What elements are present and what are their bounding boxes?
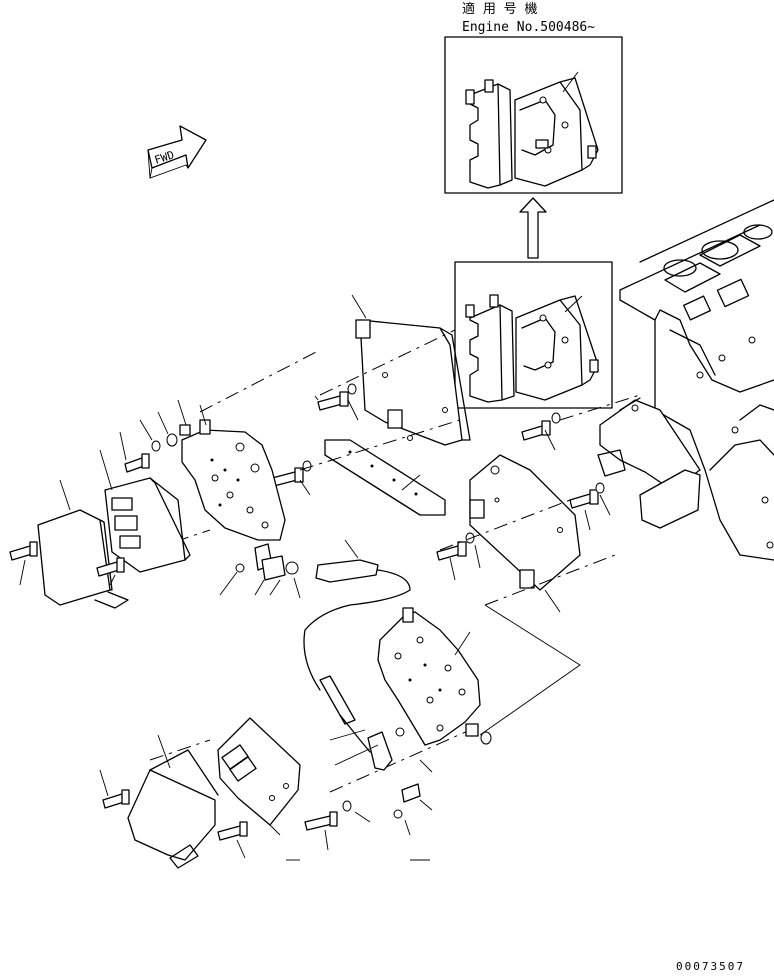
applicability-label: 適 用 号 機 bbox=[462, 1, 537, 17]
inset-box-top bbox=[444, 36, 623, 194]
figure-code: 00073507 bbox=[676, 960, 745, 973]
assembly-leader-lines bbox=[286, 604, 581, 861]
upper-ecm-unit bbox=[99, 449, 191, 573]
rail-bar bbox=[324, 439, 446, 516]
lower-bracket-plate bbox=[469, 454, 581, 613]
bracket-assembly-current bbox=[465, 294, 599, 403]
upper-ecm-cover bbox=[37, 479, 129, 609]
engine-number-label: Engine No.500486~ bbox=[462, 20, 595, 35]
lower-ecm-unit bbox=[217, 717, 301, 826]
fwd-arrow-icon: FWD bbox=[147, 125, 207, 179]
lower-valve-manifold bbox=[377, 607, 492, 746]
upper-bolts bbox=[9, 399, 187, 586]
up-arrow-icon bbox=[519, 197, 547, 259]
center-lines bbox=[119, 329, 641, 793]
engine-mount-bracket bbox=[597, 397, 701, 529]
fittings bbox=[219, 539, 411, 691]
inset-box-middle bbox=[454, 261, 613, 409]
bracket-assembly-new bbox=[465, 77, 599, 189]
fwd-label: FWD bbox=[153, 148, 176, 167]
upper-valve-manifold bbox=[179, 404, 286, 541]
lower-connector-harness bbox=[319, 675, 405, 771]
lower-ecm-cover bbox=[127, 734, 219, 869]
bolt-set-mid bbox=[271, 383, 611, 581]
upper-bracket-plate bbox=[351, 294, 471, 446]
lower-bolts bbox=[99, 759, 433, 859]
